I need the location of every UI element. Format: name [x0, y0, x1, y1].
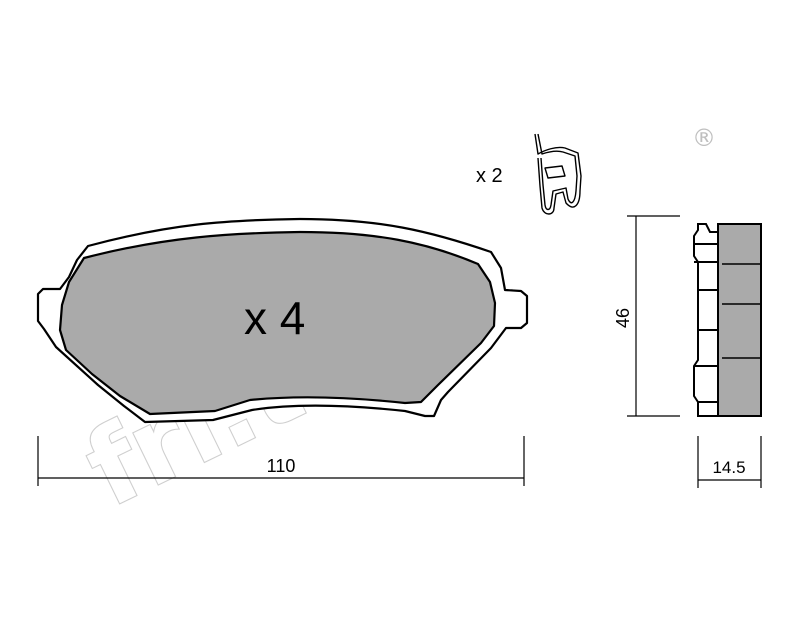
registered-mark: ®	[692, 124, 716, 152]
height-dimension	[627, 215, 680, 417]
clip-inner-wire	[537, 133, 578, 211]
pad-quantity-label: x 4	[244, 292, 305, 344]
friction-material	[58, 230, 497, 416]
side-backing-plate	[693, 223, 719, 417]
thickness-dimension	[697, 436, 762, 488]
brake-pad-side-view	[693, 223, 762, 417]
thickness-value: 14.5	[712, 458, 745, 477]
width-dimension	[37, 436, 525, 486]
side-friction-block	[717, 223, 762, 417]
clip-tab	[544, 165, 566, 179]
clip-outer-wire	[534, 133, 582, 215]
height-value: 46	[613, 308, 633, 328]
retaining-clip	[534, 133, 582, 215]
width-value: 110	[267, 456, 296, 476]
clip-quantity-label: x 2	[476, 165, 503, 187]
brake-pad-front-view: x 4	[36, 217, 529, 424]
